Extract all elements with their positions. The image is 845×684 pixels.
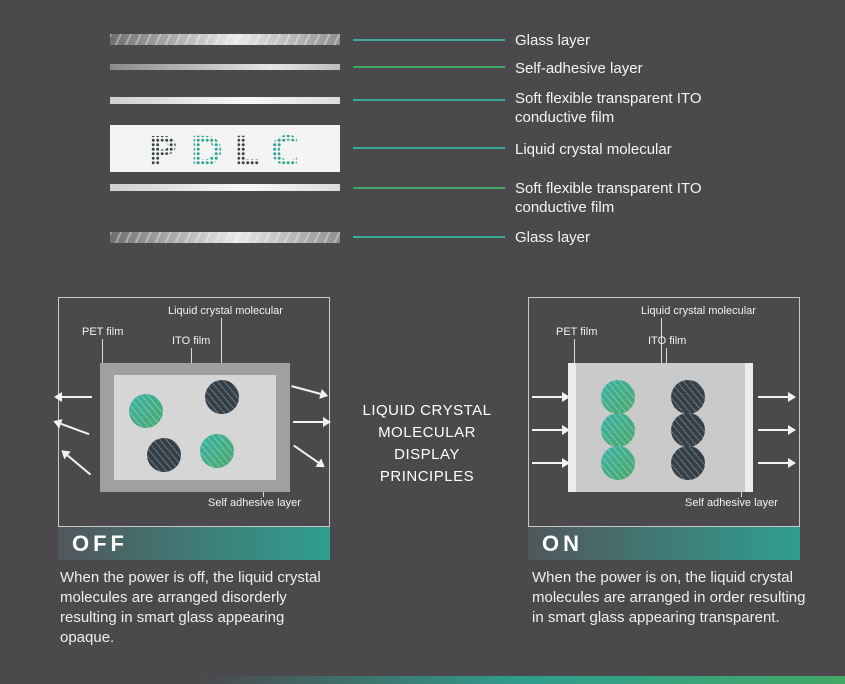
scattered-light-arrow: [293, 417, 331, 427]
center-title-line: LIQUID CRYSTAL: [362, 402, 492, 419]
state-bar-on: ON: [528, 527, 800, 560]
molecule-teal: [601, 446, 635, 480]
transmitted-light-arrow: [758, 392, 796, 402]
molecule-teal: [601, 413, 635, 447]
ito-film-bar-bottom: [110, 184, 340, 191]
label-liquid-crystal: Liquid crystal molecular: [168, 305, 283, 317]
leader-line: [353, 66, 505, 68]
center-title-line: DISPLAY: [394, 446, 460, 463]
transmitted-light-arrow: [532, 458, 570, 468]
off-caption: When the power is off, the liquid crysta…: [60, 569, 321, 646]
layer-label-adhesive: Self-adhesive layer: [515, 60, 643, 77]
leader-line: [353, 39, 505, 41]
molecule-teal: [200, 434, 234, 468]
molecule-dark: [671, 446, 705, 480]
leader-line: [353, 99, 505, 101]
leader-line: [353, 236, 505, 238]
label-ito-film: ITO film: [648, 335, 687, 347]
glass-layer-bar-bottom: [110, 232, 340, 243]
scattered-light-arrow: [62, 396, 92, 398]
self-adhesive-layer-bar: [110, 64, 340, 70]
molecule-teal: [601, 380, 635, 414]
layer-label-glass-top: Glass layer: [515, 32, 591, 49]
leader-line: [741, 492, 742, 497]
center-title: LIQUID CRYSTAL MOLECULAR DISPLAY PRINCIP…: [352, 400, 502, 488]
transmitted-light-arrow: [758, 458, 796, 468]
molecule-dark: [147, 438, 181, 472]
molecule-dark: [671, 380, 705, 414]
center-title-line: PRINCIPLES: [379, 468, 475, 485]
layer-label-glass-bottom: Glass layer: [515, 229, 591, 246]
off-state-panel: Liquid crystal molecular PET film ITO fi…: [58, 297, 331, 560]
leader-line: [353, 147, 505, 149]
pet-film-bar-left: [568, 363, 576, 492]
leader-line: [191, 348, 192, 374]
center-title-line: MOLECULAR: [378, 424, 476, 441]
molecule-dark: [205, 380, 239, 414]
pdlc-letter: L: [234, 129, 260, 169]
panel-frame: [528, 297, 800, 527]
glass-layer-bar-top: [110, 34, 340, 45]
pdlc-letter: C: [270, 129, 299, 169]
leader-line: [221, 318, 222, 380]
leader-line: [263, 492, 264, 497]
leader-line: [574, 339, 575, 363]
molecule-dark: [671, 413, 705, 447]
transmitted-light-arrow: [758, 425, 796, 435]
label-self-adhesive: Self adhesive layer: [208, 497, 301, 509]
label-ito-film: ITO film: [172, 335, 211, 347]
ito-film-bar-top: [110, 97, 340, 104]
on-state-panel: Liquid crystal molecular PET film ITO fi…: [528, 297, 800, 560]
liquid-crystal-cell: [114, 375, 276, 480]
leader-line: [353, 187, 505, 189]
label-liquid-crystal: Liquid crystal molecular: [641, 305, 756, 317]
transmitted-light-arrow: [532, 425, 570, 435]
pet-film-bar-right: [745, 363, 753, 492]
state-bar-off: OFF: [58, 527, 330, 560]
leader-line: [102, 339, 103, 363]
layer-label-liquid-crystal: Liquid crystal molecular: [515, 141, 672, 158]
on-caption: When the power is on, the liquid crystal…: [532, 569, 806, 626]
label-pet-film: PET film: [82, 326, 124, 338]
transmitted-light-arrow: [532, 392, 570, 402]
pdlc-letter: P: [148, 129, 177, 169]
footer-gradient-bar: [200, 676, 845, 684]
pdlc-letter: D: [190, 129, 223, 169]
leader-line: [666, 348, 667, 368]
liquid-crystal-pdlc-box: P D L C: [110, 125, 340, 172]
layer-label-ito-top: Soft flexible transparent ITO conductive…: [515, 90, 702, 126]
pdlc-dotted-text: P D L C: [148, 129, 299, 169]
label-self-adhesive: Self adhesive layer: [685, 497, 778, 509]
label-pet-film: PET film: [556, 326, 598, 338]
molecule-teal: [129, 394, 163, 428]
panel-frame: [58, 297, 330, 527]
layer-label-ito-bottom: Soft flexible transparent ITO conductive…: [515, 180, 702, 216]
